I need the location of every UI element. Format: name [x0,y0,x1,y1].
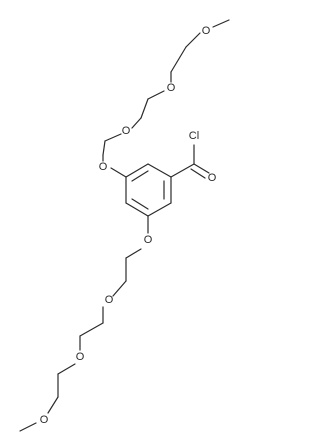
bond-top-methyl-o [212,19,230,28]
atom-o-carbonyl: O [208,172,217,184]
atom-o-methoxy-bottom: O [40,414,49,426]
atom-o-ether-bottom-1: O [105,294,114,306]
bond-carbonyl-o [193,163,210,174]
bond-ring-1 [125,163,149,178]
atom-o-aryl-bottom: O [144,234,153,246]
bond-bottom-o-c5 [57,363,76,375]
bond-ring-2 [147,163,172,178]
bond-bottom-c3-c4 [79,322,104,337]
bond-ring-inner-3 [131,198,149,210]
bond-layer [19,19,230,432]
atom-cl: Cl [189,130,199,142]
bond-top-o-c5 [104,133,122,142]
bond-carbonyl-o-double [190,168,206,179]
bond-top-c1-c2 [170,46,187,73]
bond-ring-5 [125,202,149,217]
bond-top-o-c1 [185,32,201,48]
bond-ring-carbonyl-carbon [170,163,195,178]
atom-o-ether-top-1: O [167,82,176,94]
bond-ring-4 [147,202,172,217]
bond-bottom-o-c1 [125,248,142,259]
bond-top-c3-c4 [140,98,149,119]
atom-o-ether-bottom-2: O [76,351,85,363]
bond-top-c4-o [131,117,142,129]
bond-top-o-c3 [147,90,165,100]
molecule-svg: O O O O Cl O O O O O [19,19,230,432]
bond-top-o-ring [110,167,127,178]
bond-bottom-c6-o [47,396,59,414]
atom-o-aryl-top: O [99,161,108,173]
structure-diagram: O O O O Cl O O O O O [19,19,230,432]
atom-o-methoxy-top: O [202,25,211,37]
bond-bottom-o-methyl [19,422,37,432]
atom-o-ether-top-2: O [122,125,131,137]
bond-bottom-c2-o [112,280,127,297]
bond-top-c5-c6 [102,140,106,156]
atom-label-layer: O O O O Cl O O O O O [40,25,217,426]
bond-ring-inner-1 [131,170,149,182]
